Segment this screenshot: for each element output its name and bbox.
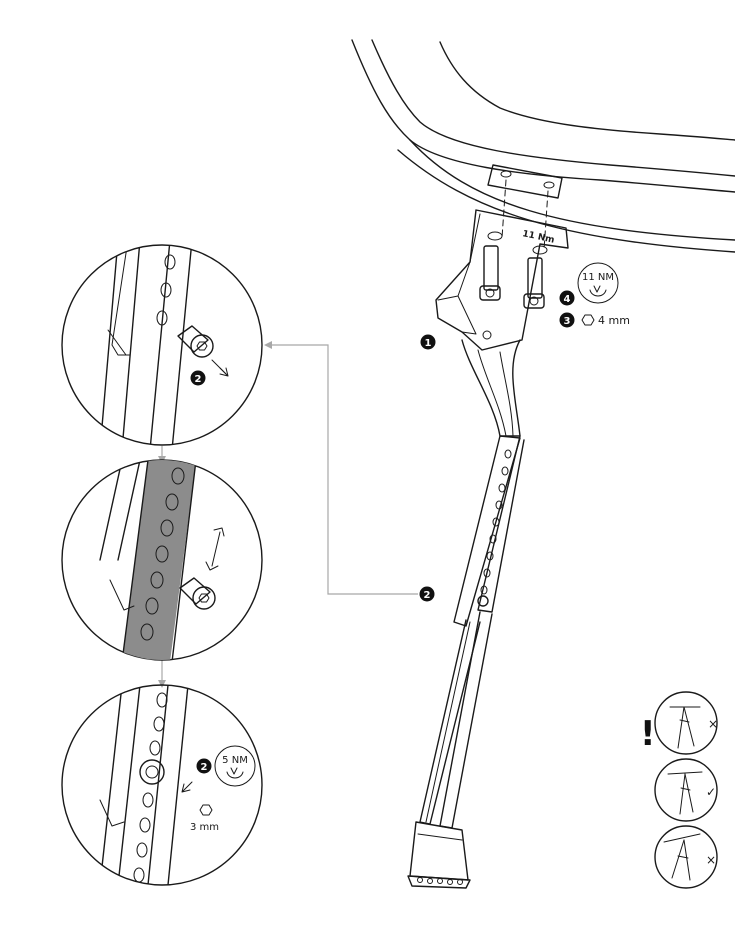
position-wrong-2: ×	[654, 825, 718, 889]
svg-text:3: 3	[564, 316, 571, 327]
detail-step-tighten: 2 5 NM 3 mm	[61, 684, 263, 886]
tighten-arrow-icon	[181, 781, 193, 793]
callout-part-2: 2	[419, 586, 435, 602]
adjust-torque: 5 NM	[214, 745, 256, 787]
svg-text:1: 1	[425, 338, 432, 349]
bike-frame	[351, 39, 735, 253]
svg-text:×: ×	[708, 717, 718, 731]
torque-wrench-icon	[589, 289, 607, 297]
rubber-foot	[407, 821, 471, 889]
hex-key-icon	[581, 314, 595, 326]
step-2-bottom-badge: 2	[201, 762, 208, 773]
position-wrong-1: ×	[654, 691, 718, 755]
svg-text:4: 4	[564, 294, 571, 305]
step-4-torque: 4 11 NM	[559, 262, 619, 306]
mount-torque-label: 11 NM	[582, 272, 614, 283]
mount-bolt-right	[523, 257, 545, 309]
mount-bolt-left	[479, 245, 501, 301]
mount-tool-size: 4 mm	[598, 314, 630, 327]
position-right: ✓	[654, 758, 718, 822]
detail-step-adjust	[61, 459, 263, 661]
svg-text:2: 2	[424, 590, 431, 601]
stand-position-icons: ! × ✓ ×	[640, 691, 718, 889]
detail-step-loosen: 2	[61, 244, 263, 446]
svg-text:×: ×	[706, 853, 716, 867]
svg-text:✓: ✓	[706, 785, 716, 799]
adjust-tool-size: 3 mm	[190, 822, 219, 833]
mount-specs: 4 11 NM 3 4 mm	[559, 262, 630, 328]
step-3-tool: 3 4 mm	[559, 312, 630, 328]
adjust-bolt-top	[177, 325, 214, 358]
adjust-bolt-middle	[179, 577, 216, 610]
adjust-torque-label: 5 NM	[222, 755, 248, 766]
hex-key-icon	[199, 804, 213, 816]
frame-torque-label: 11 Nm	[521, 229, 555, 246]
warning-mark: !	[640, 714, 656, 754]
connector-lines	[158, 341, 418, 688]
kickstand: 11 Nm	[407, 209, 569, 889]
adjust-arrow-icon	[205, 527, 225, 571]
leg-holes	[480, 449, 512, 595]
adjust-bolt-bottom	[139, 759, 165, 785]
step-2-top-badge: 2	[195, 374, 202, 385]
callout-part-1: 1	[420, 334, 436, 350]
